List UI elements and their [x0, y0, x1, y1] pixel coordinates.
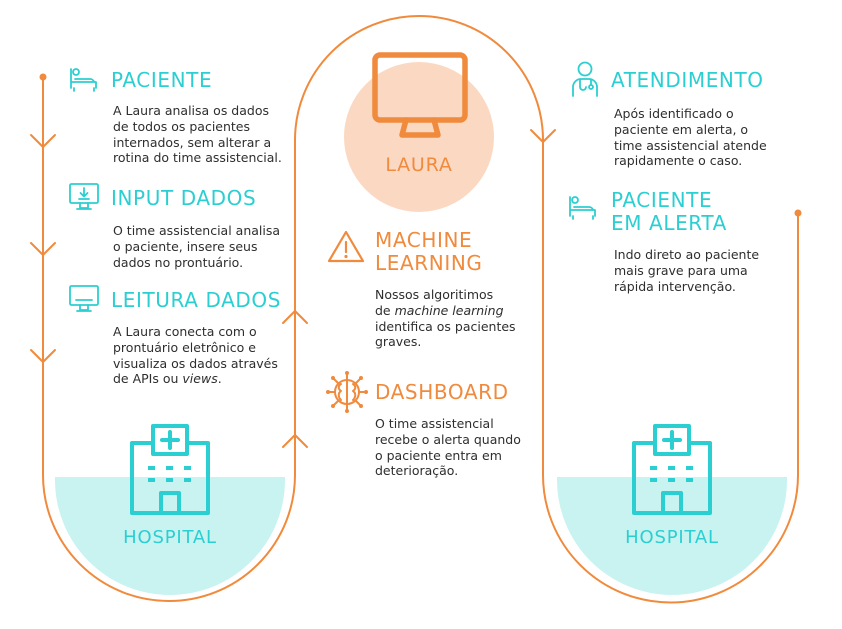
doctor-icon: [572, 61, 598, 97]
leitura-dados-title: LEITURA DADOS: [111, 288, 282, 312]
left-hospital-fill: [55, 477, 285, 595]
atendimento-title: ATENDIMENTO: [611, 68, 764, 92]
track-start-dot: [39, 73, 47, 81]
center-top-arc: [294, 15, 544, 141]
left-hospital-label: HOSPITAL: [123, 527, 217, 548]
input-dados-desc: O time assistencial analisa o paciente, …: [113, 223, 281, 270]
dashboard-title: DASHBOARD: [375, 380, 509, 404]
paciente-title: PACIENTE: [111, 68, 213, 92]
chevron-down-icon: [30, 134, 56, 148]
warning-triangle-icon: [327, 230, 365, 263]
alerta-desc: Indo direto ao paciente mais grave para …: [614, 247, 760, 294]
chevron-down-icon: [530, 129, 556, 143]
laura-label: LAURA: [385, 154, 453, 176]
right-track: [542, 139, 799, 604]
input-dados-title: INPUT DADOS: [111, 186, 257, 210]
ml-title: MACHINE LEARNING: [375, 228, 483, 275]
ml-desc: Nossos algoritimos de machine learning i…: [375, 287, 516, 350]
chevron-up-icon: [282, 434, 308, 448]
hospital-icon: [632, 424, 712, 515]
monitor-icon: [69, 285, 99, 312]
left-track: [42, 76, 296, 602]
patient-bed-icon: [569, 196, 596, 220]
leitura-dados-desc: A Laura conecta com o prontuário eletrôn…: [113, 324, 278, 387]
chevron-up-icon: [282, 310, 308, 324]
patient-bed-icon: [70, 68, 97, 92]
atendimento-desc: Após identificado o paciente em alerta, …: [614, 106, 767, 169]
monitor-download-icon: [69, 183, 99, 210]
track-end-dot: [794, 209, 802, 217]
hospital-icon: [130, 424, 210, 515]
right-hospital-fill: [557, 477, 787, 595]
dashboard-desc: O time assistencial recebe o alerta quan…: [375, 416, 521, 479]
brain-chip-icon: [326, 371, 368, 413]
chevron-down-icon: [30, 349, 56, 363]
computer-monitor-icon: [372, 52, 468, 138]
alerta-title: PACIENTE EM ALERTA: [611, 188, 727, 235]
paciente-desc: A Laura analisa os dados de todos os pac…: [113, 103, 282, 166]
chevron-down-icon: [30, 242, 56, 256]
right-hospital-label: HOSPITAL: [625, 527, 719, 548]
